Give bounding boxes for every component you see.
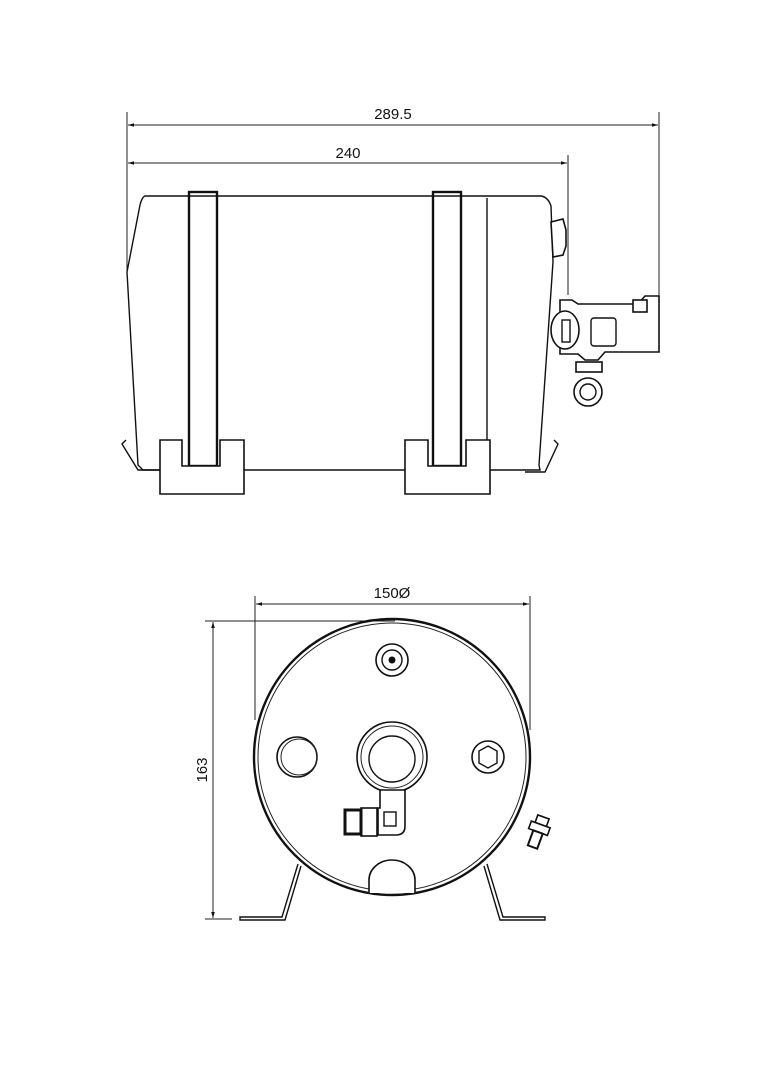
earth-bolt-thread xyxy=(526,829,544,851)
left-port-rim xyxy=(280,738,318,776)
top-plug-center xyxy=(388,656,396,664)
valve-knob xyxy=(550,310,580,350)
dimension-overall-length: 289.5 xyxy=(126,106,660,305)
dimension-label-240: 240 xyxy=(335,145,360,162)
dimension-label-289-5: 289.5 xyxy=(374,106,412,123)
mounting-strap-right xyxy=(431,190,463,468)
outlet-fitting-inner xyxy=(579,383,597,401)
dimension-label-163: 163 xyxy=(194,757,211,782)
end-view: 150Ø 163 xyxy=(194,585,552,921)
leg-right xyxy=(483,863,546,921)
mounting-strap-left xyxy=(187,190,219,468)
earth-bolt xyxy=(526,813,552,851)
top-fitting xyxy=(550,218,567,258)
bracket-hook-left xyxy=(121,439,160,471)
foot-right xyxy=(404,439,491,495)
outlet-fitting xyxy=(573,377,603,407)
right-nut xyxy=(471,740,505,774)
foot-left xyxy=(159,439,245,495)
bracket-hook-right xyxy=(525,439,559,473)
leg-left xyxy=(239,863,302,921)
tank-body xyxy=(126,195,554,471)
bottom-drain xyxy=(368,859,416,893)
outlet-nut xyxy=(575,361,603,373)
dimension-body-length: 240 xyxy=(128,145,569,295)
center-element-bore xyxy=(368,735,416,783)
side-view: 289.5 240 xyxy=(121,106,660,495)
connector-plug xyxy=(343,808,363,836)
valve-window xyxy=(590,317,617,347)
top-plug-inner xyxy=(381,649,403,671)
valve-screw xyxy=(632,299,648,313)
thermostat-window xyxy=(383,811,397,827)
valve-knob-slot xyxy=(561,319,571,343)
right-nut-hex xyxy=(478,745,498,769)
connector-body xyxy=(360,807,378,837)
dimension-diameter: 150Ø xyxy=(254,585,531,730)
dimension-label-150-diameter: 150Ø xyxy=(374,585,411,602)
center-element-ring-inner xyxy=(360,725,424,789)
tank-end-outer xyxy=(252,617,532,897)
